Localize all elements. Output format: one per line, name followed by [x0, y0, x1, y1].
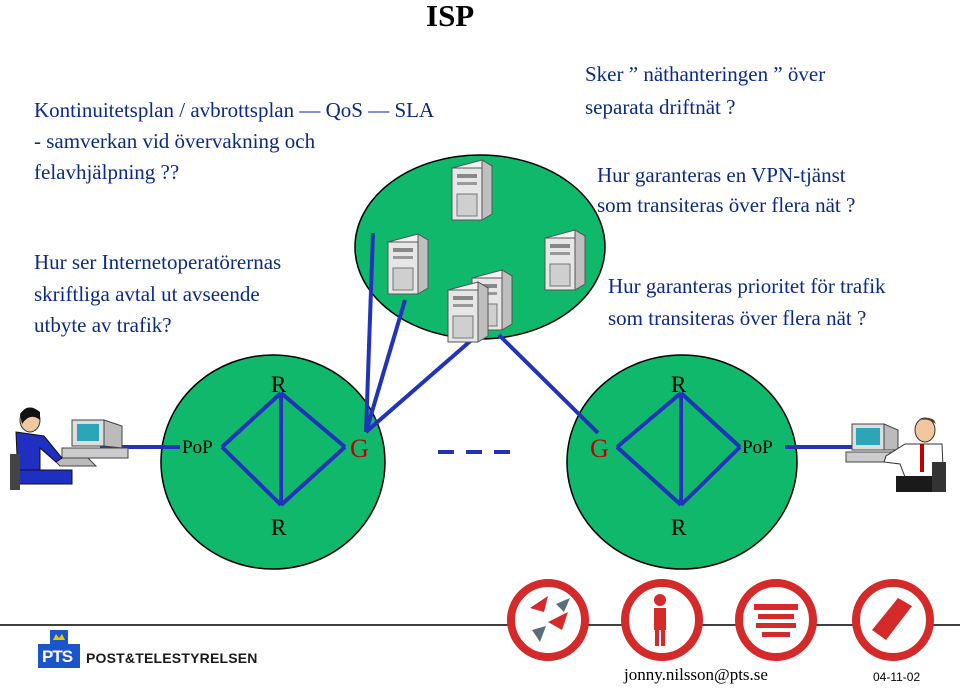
- text-line: Sker ” näthanteringen ” över: [585, 62, 826, 86]
- text-line: utbyte av trafik?: [34, 313, 172, 337]
- left-isp-links: [100, 391, 347, 507]
- man-at-computer-icon: [845, 417, 946, 492]
- text-line: Hur garanteras prioritet för trafik: [608, 274, 886, 298]
- right-router-top: R: [671, 372, 687, 397]
- woman-at-computer-icon: [10, 407, 129, 490]
- decorative-emblem-1-icon: [507, 579, 589, 661]
- server-icon: [446, 281, 490, 343]
- left-pop-node: PoP: [182, 437, 213, 458]
- decorative-emblem-2-icon: [621, 579, 703, 661]
- text-line: felavhjälpning ??: [34, 160, 180, 184]
- pts-logo-icon: [38, 630, 80, 668]
- left-isp-circle: [160, 354, 386, 570]
- right-gateway-node: G: [590, 434, 609, 463]
- text-line: Hur ser Internetoperatörernas: [34, 250, 282, 274]
- text-line: som transiteras över flera nät ?: [597, 193, 856, 217]
- server-icon: [450, 159, 494, 221]
- decorative-emblem-3-icon: [735, 579, 817, 661]
- decorative-emblem-4-icon: [852, 579, 934, 661]
- text-line: - samverkan vid övervakning och: [34, 129, 316, 153]
- server-links: [364, 232, 600, 435]
- left-gateway-node: G: [350, 434, 369, 463]
- slide-title: ISP: [426, 0, 475, 33]
- right-router-bottom: R: [671, 515, 687, 540]
- contact-email: jonny.nilsson@pts.se: [624, 665, 768, 684]
- organization-name: POST&TELESTYRELSEN: [86, 650, 258, 666]
- right-isp-links: [615, 391, 860, 507]
- left-router-bottom: R: [271, 515, 287, 540]
- server-icon: [543, 229, 587, 291]
- slide-date: 04-11-02: [873, 670, 921, 684]
- text-line: som transiteras över flera nät ?: [608, 306, 867, 330]
- text-line: Hur garanteras en VPN-tjänst: [597, 163, 846, 187]
- text-line: separata driftnät ?: [585, 95, 736, 119]
- pts-logo-letters: PTS: [42, 647, 73, 666]
- right-pop-node: PoP: [742, 437, 773, 458]
- text-line: Kontinuitetsplan / avbrottsplan — QoS — …: [34, 98, 435, 122]
- left-router-top: R: [271, 372, 287, 397]
- text-line: skriftliga avtal ut avseende: [34, 282, 260, 306]
- server-icon: [386, 233, 430, 295]
